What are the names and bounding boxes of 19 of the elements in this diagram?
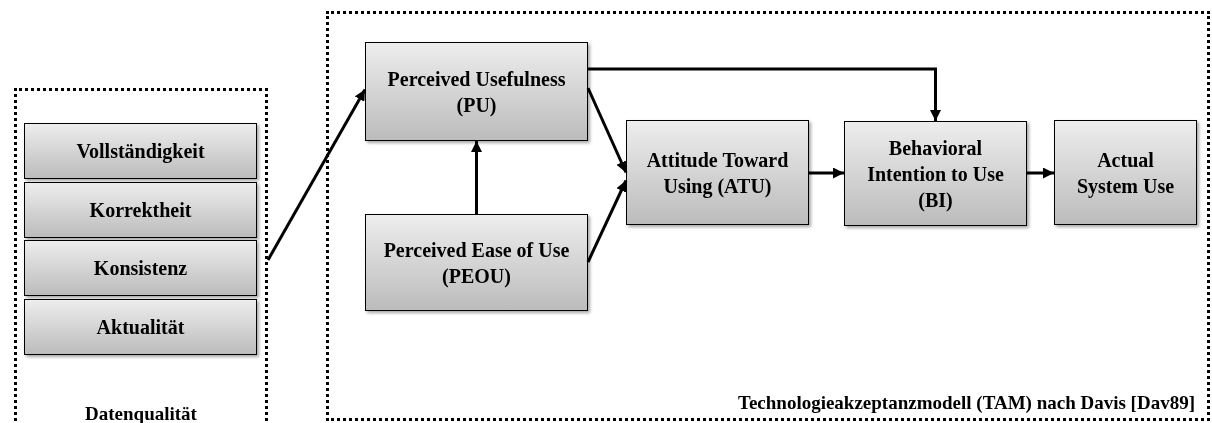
arrow [586,179,628,263]
process-box: Konsistenz [24,240,257,296]
process-box: Actual System Use [1054,120,1197,225]
arrow [809,167,844,179]
arrow [471,141,482,214]
arrow [588,67,941,121]
process-box: Attitude Toward Using (ATU) [626,120,809,225]
dotted-group-frame [14,88,268,423]
dotted-group-frame [326,11,1210,421]
process-box: Aktualität [24,299,257,355]
process-box: Perceived Ease of Use (PEOU) [365,214,588,311]
arrow [586,87,628,174]
group-title: Technologieakzeptanzmodell (TAM) nach Davis [Dav89] [737,392,1195,414]
process-box: Behavioral Intention to Use (BI) [844,121,1027,226]
arrow [266,88,367,261]
arrow [1027,167,1054,179]
process-box: Vollständigkeit [24,123,257,179]
process-box: Korrektheit [24,182,257,238]
process-box: Perceived Usefulness (PU) [365,42,588,141]
